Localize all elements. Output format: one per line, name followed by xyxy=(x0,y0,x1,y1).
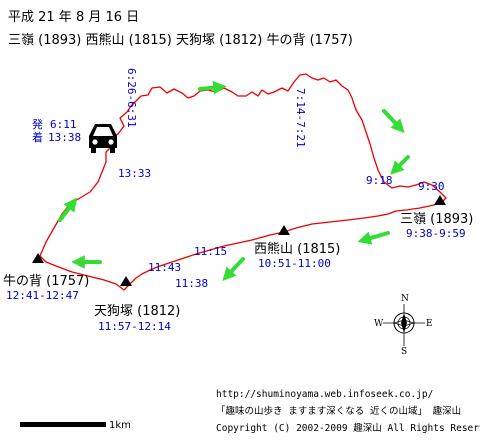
waypoint-time-5: 11:15 xyxy=(194,245,227,258)
waypoint-time-8: 13:33 xyxy=(118,167,151,180)
depart-label: 発 xyxy=(32,117,43,131)
credit-copyright: Copyright (C) 2002-2009 趣深山 All Rights R… xyxy=(216,422,480,434)
date-title: 平成 21 年 8 月 16 日 xyxy=(8,10,139,25)
waypoint-time-7: 11:38 xyxy=(175,277,208,290)
peak-marker-icon xyxy=(32,253,44,263)
route-line xyxy=(39,73,447,291)
credit-url: http://shuminoyama.web.infoseek.co.jp/ xyxy=(216,389,433,400)
direction-arrow-icon xyxy=(222,257,245,281)
waypoint-time-6: 11:43 xyxy=(148,261,181,274)
direction-arrow-icon xyxy=(357,231,390,245)
peak-label-ushinose: 牛の背 (1757) xyxy=(3,274,89,289)
peak-time-sanrei: 9:38-9:59 xyxy=(406,227,466,240)
direction-arrow-icon xyxy=(390,155,410,175)
depart-time: 6:11 xyxy=(50,118,77,131)
peak-time-ushinose: 12:41-12:47 xyxy=(6,289,79,302)
scale-bar xyxy=(20,422,106,427)
compass-north: N xyxy=(401,294,409,304)
waypoint-time-4: 9:30 xyxy=(418,180,445,193)
compass-south: S xyxy=(401,347,407,357)
credit-slogan: 「趣味の山歩き ますます深くなる 近くの山域」 趣深山 xyxy=(216,405,461,417)
peak-label-tengu: 天狗塚 (1812) xyxy=(94,304,180,319)
peak-marker-icon xyxy=(120,276,132,286)
arrive-time: 13:38 xyxy=(48,131,81,144)
peak-time-tengu: 11:57-12:14 xyxy=(98,320,171,333)
peak-label-nishikuma: 西熊山 (1815) xyxy=(254,241,340,257)
compass-rose-icon xyxy=(383,304,425,346)
peak-marker-icon xyxy=(434,195,446,205)
peak-label-sanrei: 三嶺 (1893) xyxy=(400,212,473,227)
waypoint-time-3: 9:18 xyxy=(366,174,393,187)
peak-time-nishikuma: 10:51-11:00 xyxy=(258,257,331,270)
waypoint-time-2: 7:14-7:21 xyxy=(294,88,307,148)
car-icon xyxy=(89,124,117,153)
direction-arrow-icon xyxy=(382,109,405,133)
compass-east: E xyxy=(426,319,433,329)
direction-arrow-icon xyxy=(198,80,227,95)
peaks-title: 三嶺 (1893) 西熊山 (1815) 天狗塚 (1812) 牛の背 (175… xyxy=(8,32,353,48)
waypoint-time-1: 6:26-6:31 xyxy=(125,68,138,128)
direction-arrow-icon xyxy=(58,197,78,222)
compass-west: W xyxy=(374,319,384,329)
arrive-label: 着 xyxy=(32,130,43,144)
scale-label: 1km xyxy=(109,420,131,431)
peak-marker-icon xyxy=(278,225,290,235)
